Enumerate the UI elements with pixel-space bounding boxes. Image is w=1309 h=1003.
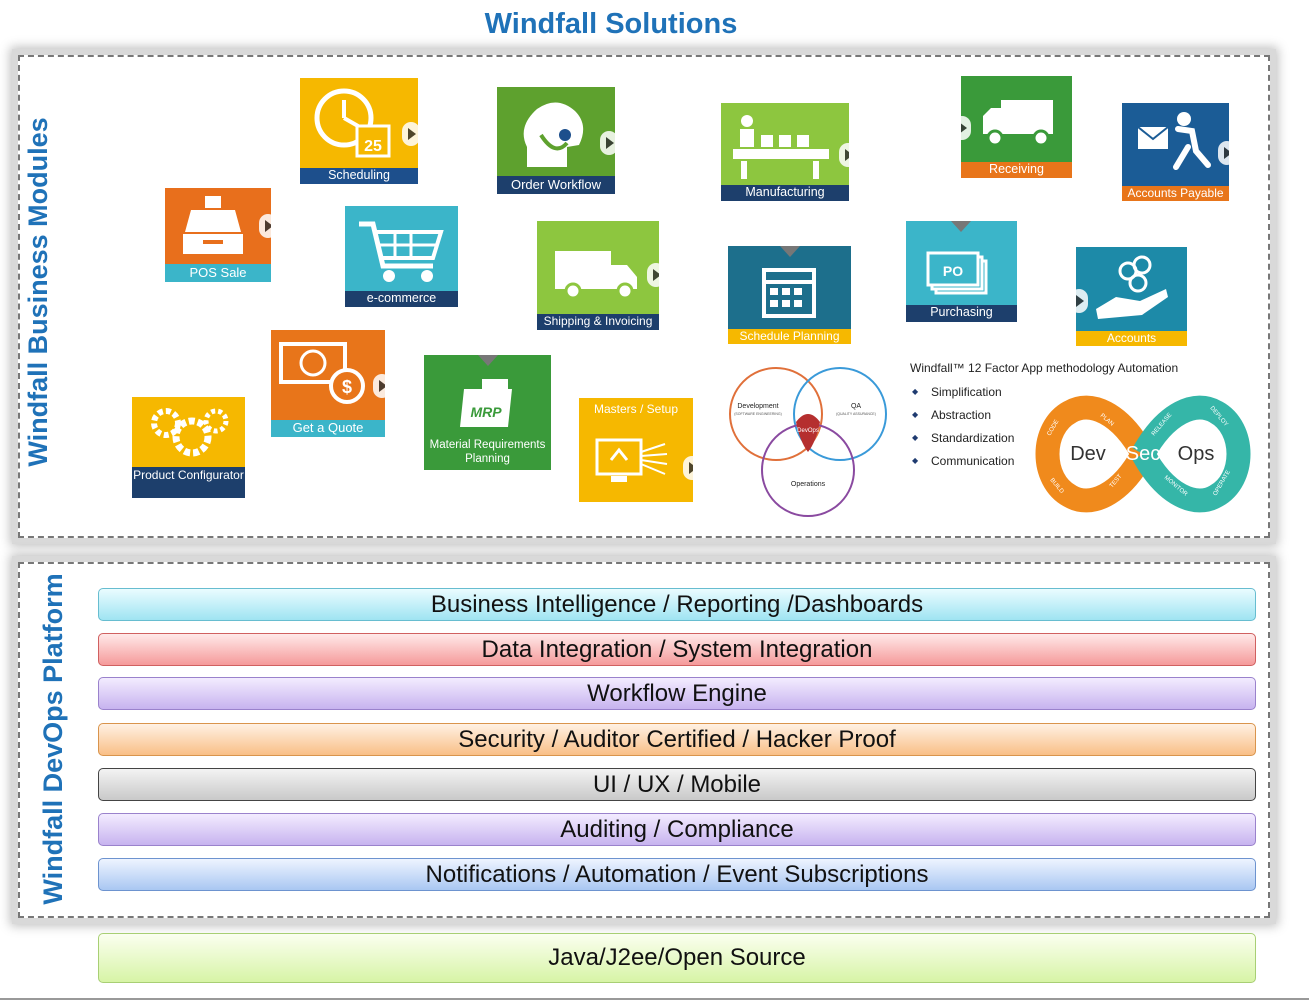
play-icon bbox=[402, 122, 418, 146]
module-masters-setup[interactable]: Masters / Setup bbox=[579, 398, 693, 502]
venn-center bbox=[796, 414, 820, 452]
venn-sub-development: (SOFTWARE ENGINEERING) bbox=[734, 412, 782, 416]
running-courier-icon bbox=[1137, 112, 1211, 170]
play-icon bbox=[600, 131, 615, 155]
po-label: PO bbox=[943, 263, 963, 279]
venn-circle-qa bbox=[793, 367, 887, 461]
svg-text:$: $ bbox=[342, 377, 352, 397]
module-caption: Get a Quote bbox=[271, 420, 385, 437]
bottom-divider bbox=[0, 998, 1309, 1000]
dropdown-arrow-icon bbox=[780, 246, 800, 257]
headset-agent-icon bbox=[523, 102, 584, 167]
devops-platform-label: Windfall DevOps Platform bbox=[38, 573, 68, 905]
module-caption: POS Sale bbox=[165, 264, 271, 282]
module-scheduling[interactable]: 25 Scheduling bbox=[300, 78, 418, 184]
delivery-truck-icon bbox=[555, 251, 637, 300]
platform-layer-integration: Data Integration / System Integration bbox=[98, 633, 1256, 666]
devsecops-ops: Ops bbox=[1178, 443, 1215, 465]
play-icon bbox=[683, 456, 693, 480]
module-shipping-invoicing[interactable]: Shipping & Invoicing bbox=[537, 221, 659, 330]
clock-calendar-icon: 25 bbox=[314, 88, 391, 158]
assembly-line-icon bbox=[733, 115, 829, 179]
module-accounts-receivable[interactable]: Accounts Receivable bbox=[1076, 247, 1187, 346]
devsecops-infinity-loop: Dev Sec Ops CODE PLAN BUILD TEST RELEASE… bbox=[1035, 395, 1251, 513]
truck-icon bbox=[983, 100, 1053, 147]
module-caption: Accounts Receivable bbox=[1076, 331, 1187, 346]
platform-layer-auditing: Auditing / Compliance bbox=[98, 813, 1256, 846]
module-caption: Schedule Planning bbox=[728, 329, 851, 344]
devsecops-loop-right bbox=[1132, 395, 1251, 513]
module-caption: Manufacturing bbox=[721, 185, 849, 201]
module-schedule-planning[interactable]: Schedule Planning bbox=[728, 246, 851, 344]
business-modules-label: Windfall Business Modules bbox=[23, 117, 53, 467]
platform-layer-bi: Business Intelligence / Reporting /Dashb… bbox=[98, 588, 1256, 621]
shopping-cart-icon bbox=[359, 221, 444, 282]
venn-sub-qa: (QUALITY ASSURANCE) bbox=[836, 412, 876, 416]
gears-icon bbox=[151, 408, 229, 457]
venn-label-center: DevOps bbox=[797, 428, 819, 434]
module-get-a-quote[interactable]: $ Get a Quote bbox=[271, 330, 385, 437]
money-bill-icon: $ bbox=[279, 342, 365, 404]
play-icon bbox=[1218, 141, 1229, 165]
platform-layer-ui-ux: UI / UX / Mobile bbox=[98, 768, 1256, 801]
play-icon bbox=[1076, 289, 1088, 313]
dropdown-arrow-icon bbox=[951, 221, 971, 232]
play-icon bbox=[961, 116, 971, 140]
module-caption: Accounts Payable bbox=[1122, 186, 1229, 201]
dropdown-arrow-icon bbox=[478, 355, 498, 366]
purchase-order-icon: PO bbox=[926, 251, 988, 295]
venn-label-development: Development bbox=[737, 403, 778, 410]
technology-base-layer: Java/J2ee/Open Source bbox=[98, 933, 1256, 983]
module-caption: Scheduling bbox=[300, 168, 418, 184]
module-caption: Masters / Setup bbox=[593, 402, 679, 416]
module-caption: Order Workflow bbox=[497, 176, 615, 194]
calendar-grid-icon bbox=[762, 268, 816, 318]
module-product-configurator[interactable]: Product Configurator bbox=[132, 397, 245, 498]
devsecops-sec: Sec bbox=[1126, 443, 1160, 465]
mrp-label: MRP bbox=[470, 404, 502, 420]
module-material-requirements-planning[interactable]: MRP Material Requirements Planning bbox=[424, 355, 551, 470]
hand-coins-icon bbox=[1096, 255, 1168, 319]
module-caption: Material Requirements Planning bbox=[429, 439, 546, 465]
module-caption: Product Configurator bbox=[132, 467, 245, 498]
play-icon bbox=[259, 214, 271, 238]
venn-label-qa: QA bbox=[851, 403, 861, 410]
venn-label-operations: Operations bbox=[791, 481, 826, 488]
devsecops-loop-left bbox=[1035, 395, 1154, 513]
mrp-folder-icon: MRP bbox=[460, 379, 512, 427]
venn-circle-development bbox=[729, 367, 823, 461]
devops-venn-diagram: Development (SOFTWARE ENGINEERING) QA (Q… bbox=[729, 367, 887, 517]
module-caption: Receiving bbox=[961, 162, 1072, 178]
play-icon bbox=[373, 374, 385, 398]
play-icon bbox=[647, 263, 659, 287]
devsecops-dev: Dev bbox=[1070, 443, 1106, 465]
page-title: Windfall Solutions bbox=[484, 8, 738, 40]
module-purchasing[interactable]: PO Purchasing bbox=[906, 221, 1017, 322]
module-caption: e-commerce bbox=[345, 291, 458, 307]
module-receiving[interactable]: Receiving bbox=[961, 76, 1072, 178]
platform-layer-notifications: Notifications / Automation / Event Subsc… bbox=[98, 858, 1256, 891]
platform-layer-workflow: Workflow Engine bbox=[98, 677, 1256, 710]
module-caption: Shipping & Invoicing bbox=[537, 314, 659, 330]
module-pos-sale[interactable]: POS Sale bbox=[165, 188, 271, 282]
module-order-workflow[interactable]: Order Workflow bbox=[497, 87, 615, 194]
twelve-factor-heading: Windfall™ 12 Factor App methodology Auto… bbox=[910, 361, 1179, 375]
cash-register-icon bbox=[183, 196, 243, 254]
calendar-day: 25 bbox=[364, 138, 382, 155]
module-e-commerce[interactable]: e-commerce bbox=[345, 206, 458, 307]
monitor-setup-icon bbox=[595, 438, 668, 482]
play-icon bbox=[839, 143, 849, 167]
module-accounts-payable[interactable]: Accounts Payable bbox=[1122, 103, 1229, 201]
module-caption: Purchasing bbox=[906, 305, 1017, 322]
module-manufacturing[interactable]: Manufacturing bbox=[721, 103, 849, 201]
platform-layer-security: Security / Auditor Certified / Hacker Pr… bbox=[98, 723, 1256, 756]
